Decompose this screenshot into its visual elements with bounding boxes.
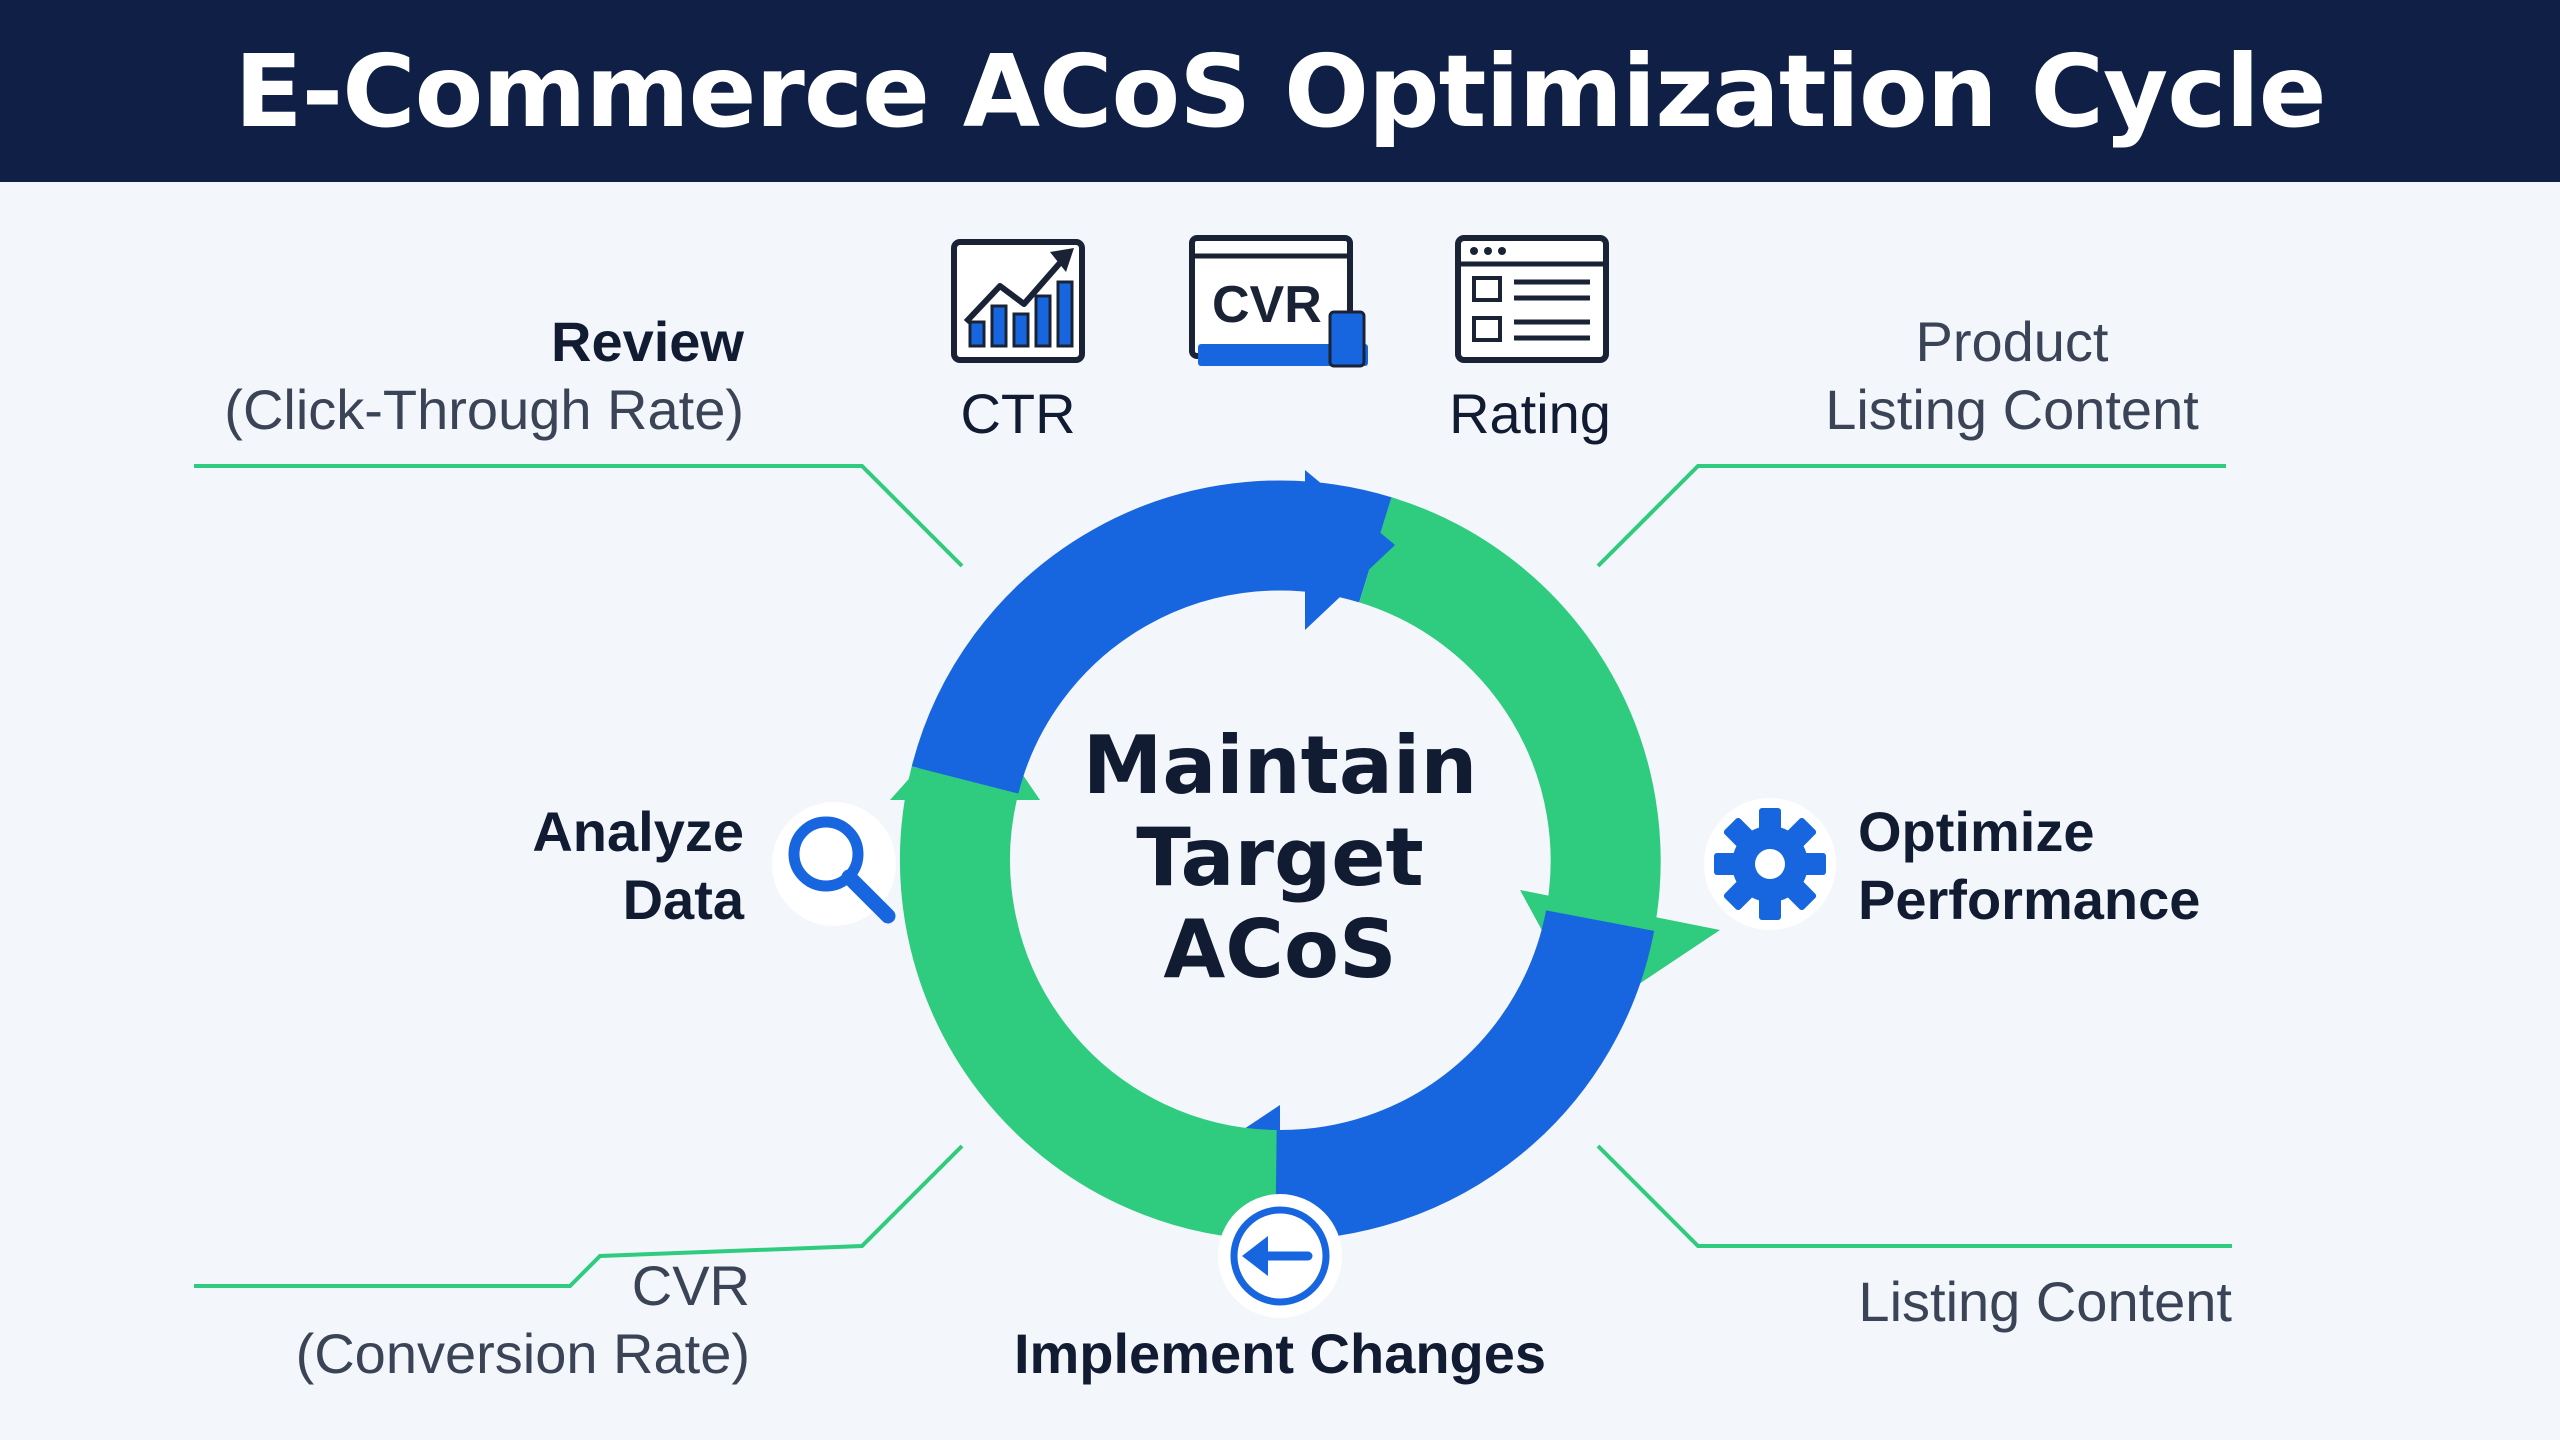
product-listing-label: Product Listing Content: [1800, 308, 2224, 444]
cycle-arrowhead-blue-top: [1305, 470, 1395, 630]
cycle-arc-blue-top: [911, 480, 1392, 795]
header-bar: E-Commerce ACoS Optimization Cycle: [0, 0, 2560, 182]
back-arrow-icon: [1218, 1194, 1342, 1318]
connector-cvr: [194, 1144, 964, 1288]
review-title: Review: [551, 310, 744, 373]
cycle-arc-blue-bottom: [1275, 909, 1655, 1241]
listing-content-label: Listing Content: [1858, 1270, 2232, 1333]
optimize-line-2: Performance: [1858, 868, 2201, 931]
connector-product-listing: [1596, 464, 2226, 568]
center-line-1: Maintain: [1082, 719, 1478, 812]
center-line-3: ACoS: [1163, 903, 1397, 996]
review-subtitle: (Click-Through Rate): [224, 378, 744, 441]
optimize-label: Optimize Performance: [1858, 798, 2258, 934]
page-title: E-Commerce ACoS Optimization Cycle: [234, 32, 2326, 150]
cvr-monitor-icon: CVR: [1189, 235, 1368, 368]
cvr-screen-text: CVR: [1212, 276, 1322, 334]
center-line-2: Target: [1136, 811, 1424, 904]
analyze-label: Analyze Data: [450, 798, 744, 934]
product-listing-line-2: Listing Content: [1825, 378, 2199, 441]
product-listing-line-1: Product: [1915, 310, 2109, 373]
magnifier-icon: [772, 802, 896, 926]
gear-icon: [1704, 798, 1836, 930]
cvr-note-line-1: CVR: [631, 1254, 750, 1317]
connector-review: [194, 464, 964, 568]
connector-listing-content: [1596, 1144, 2232, 1248]
rating-list-icon: [1455, 235, 1609, 363]
review-label: Review (Click-Through Rate): [150, 308, 744, 444]
analyze-line-2: Data: [622, 868, 744, 931]
optimize-line-1: Optimize: [1858, 800, 2095, 863]
rating-label: Rating: [1449, 382, 1611, 445]
cvr-note-label: CVR (Conversion Rate): [150, 1252, 750, 1388]
analyze-line-1: Analyze: [532, 800, 744, 863]
implement-label: Implement Changes: [1013, 1322, 1547, 1385]
cycle-arc-green-left: [900, 766, 1278, 1240]
cycle-arc-green-right: [1358, 497, 1661, 931]
center-label: Maintain Target ACoS: [1030, 720, 1530, 996]
ctr-label: CTR: [960, 382, 1076, 445]
cvr-note-line-2: (Conversion Rate): [295, 1322, 750, 1385]
ctr-chart-icon: [951, 239, 1085, 363]
